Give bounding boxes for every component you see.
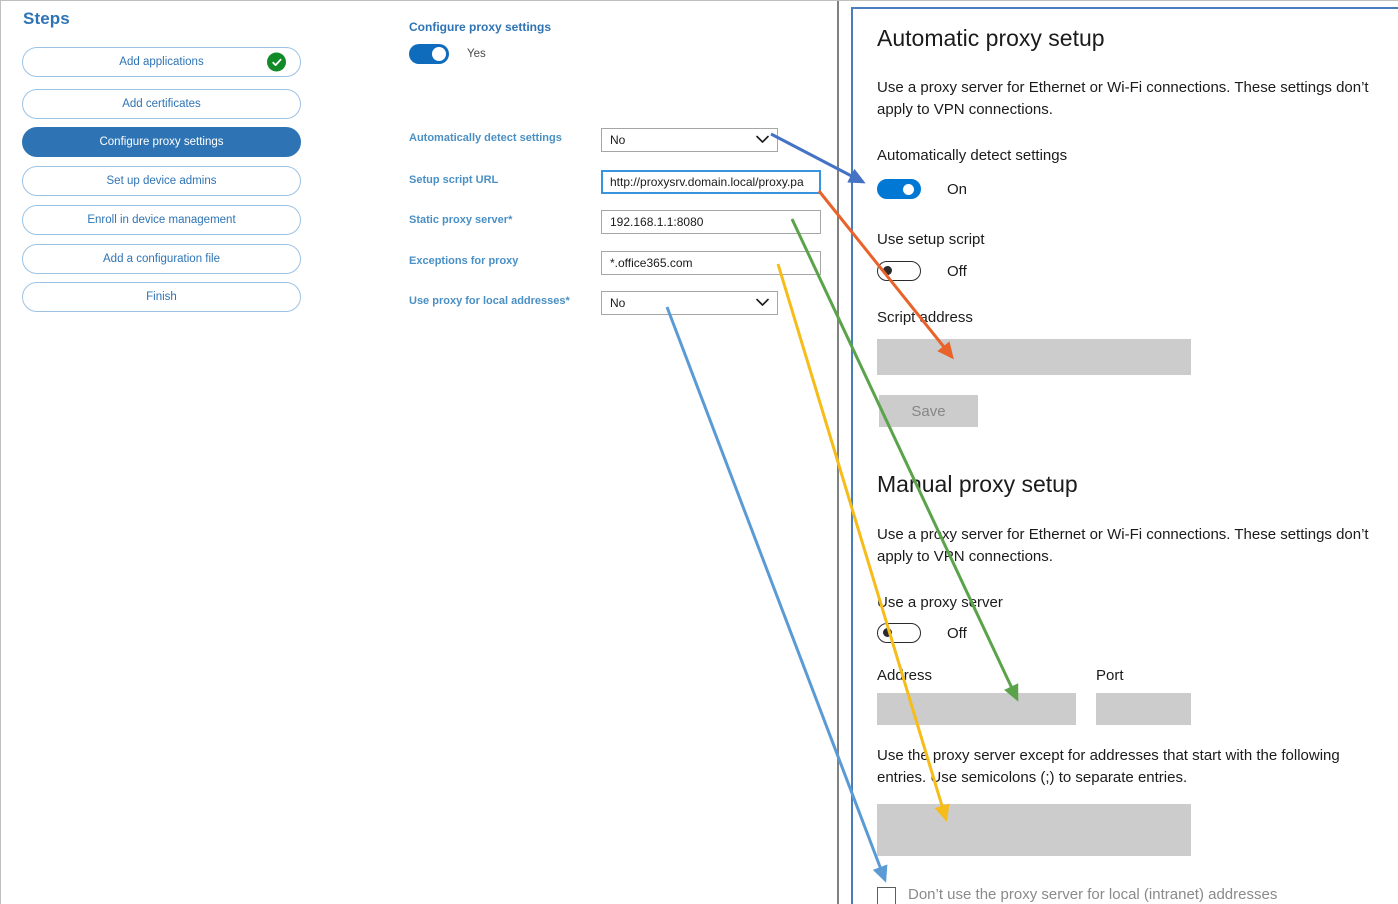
steps-panel: Steps Add applications Add certificates … (1, 1, 331, 904)
step-label: Set up device admins (106, 175, 217, 187)
manual-proxy-setup-heading: Manual proxy setup (877, 471, 1078, 497)
input-exceptions-for-proxy[interactable]: *.office365.com (601, 251, 821, 275)
toggle-state-label: Off (947, 262, 967, 280)
step-label: Add applications (119, 56, 204, 68)
step-button-configure-proxy-settings[interactable]: Configure proxy settings (22, 127, 301, 157)
field-label: Automatically detect settings (409, 132, 562, 144)
field-exceptions-for-proxy: Exceptions for proxy *.office365.com (331, 251, 837, 277)
toggle-knob (432, 47, 446, 61)
use-setup-script-label: Use setup script (877, 231, 985, 248)
select-automatically-detect-settings[interactable]: No (601, 128, 778, 152)
form-heading: Configure proxy settings (409, 20, 552, 34)
use-setup-script-toggle[interactable] (877, 261, 921, 281)
port-label: Port (1096, 667, 1124, 684)
input-value: 192.168.1.1:8080 (610, 215, 704, 229)
use-a-proxy-server-label: Use a proxy server (877, 594, 1003, 611)
configure-proxy-toggle[interactable] (409, 44, 449, 64)
panel-divider (837, 1, 839, 904)
address-label: Address (877, 667, 933, 684)
configure-proxy-toggle-row[interactable]: Yes (409, 44, 486, 64)
input-value: *.office365.com (610, 256, 693, 270)
field-static-proxy-server: Static proxy server* 192.168.1.1:8080 (331, 210, 837, 236)
automatically-detect-settings-label: Automatically detect settings (877, 147, 1068, 164)
field-automatically-detect-settings: Automatically detect settings No (331, 128, 837, 154)
toggle-state-label: Off (947, 624, 967, 642)
step-button-finish[interactable]: Finish (22, 282, 301, 312)
step-button-enroll-in-device-management[interactable]: Enroll in device management (22, 205, 301, 235)
chevron-down-icon (756, 296, 769, 310)
bypass-local-checkbox[interactable] (877, 887, 896, 904)
exceptions-input[interactable] (877, 804, 1191, 856)
step-button-add-applications[interactable]: Add applications (22, 47, 301, 77)
use-a-proxy-server-toggle-row[interactable]: Off (877, 623, 967, 643)
port-input[interactable] (1096, 693, 1191, 725)
field-label: Use proxy for local addresses* (409, 295, 570, 307)
input-setup-script-url[interactable]: http://proxysrv.domain.local/proxy.pa (601, 170, 821, 194)
step-label: Finish (146, 291, 177, 303)
use-setup-script-toggle-row[interactable]: Off (877, 261, 967, 281)
step-label: Add a configuration file (103, 253, 220, 265)
save-button[interactable]: Save (879, 395, 978, 427)
manual-proxy-setup-description: Use a proxy server for Ethernet or Wi-Fi… (877, 526, 1369, 565)
automatically-detect-settings-toggle-row[interactable]: On (877, 179, 967, 199)
chevron-down-icon (756, 133, 769, 147)
field-label: Static proxy server* (409, 214, 513, 226)
step-label: Enroll in device management (87, 214, 236, 226)
step-button-set-up-device-admins[interactable]: Set up device admins (22, 166, 301, 196)
toggle-state-label: On (947, 180, 968, 198)
automatic-proxy-setup-description: Use a proxy server for Ethernet or Wi-Fi… (877, 79, 1369, 118)
field-label: Setup script URL (409, 174, 499, 186)
configure-proxy-toggle-label: Yes (467, 48, 486, 60)
toggle-knob (883, 628, 892, 637)
toggle-knob (883, 266, 892, 275)
toggle-knob (903, 184, 914, 195)
steps-title: Steps (23, 9, 70, 28)
select-use-proxy-for-local-addresses[interactable]: No (601, 291, 778, 315)
select-value: No (610, 133, 626, 147)
check-circle-icon (267, 52, 286, 72)
select-value: No (610, 296, 626, 310)
step-label: Configure proxy settings (99, 136, 224, 148)
bypass-local-label: Don’t use the proxy server for local (in… (908, 886, 1278, 903)
proxy-form-panel: Configure proxy settings Yes Automatical… (331, 1, 837, 904)
bypass-local-checkbox-row[interactable]: Don’t use the proxy server for local (in… (877, 886, 1277, 904)
automatically-detect-settings-toggle[interactable] (877, 179, 921, 199)
windows-proxy-settings-panel: Automatic proxy setup Use a proxy server… (853, 9, 1398, 904)
automatic-proxy-setup-heading: Automatic proxy setup (877, 25, 1105, 51)
address-input[interactable] (877, 693, 1076, 725)
exceptions-description: Use the proxy server except for addresse… (877, 747, 1340, 786)
script-address-label: Script address (877, 309, 973, 326)
input-value: http://proxysrv.domain.local/proxy.pa (610, 175, 804, 189)
step-label: Add certificates (122, 98, 201, 110)
field-setup-script-url: Setup script URL http://proxysrv.domain.… (331, 170, 837, 196)
use-a-proxy-server-toggle[interactable] (877, 623, 921, 643)
field-label: Exceptions for proxy (409, 255, 519, 267)
field-use-proxy-for-local-addresses: Use proxy for local addresses* No (331, 291, 837, 317)
step-button-add-a-configuration-file[interactable]: Add a configuration file (22, 244, 301, 274)
input-static-proxy-server[interactable]: 192.168.1.1:8080 (601, 210, 821, 234)
script-address-input[interactable] (877, 339, 1191, 375)
step-button-add-certificates[interactable]: Add certificates (22, 89, 301, 119)
